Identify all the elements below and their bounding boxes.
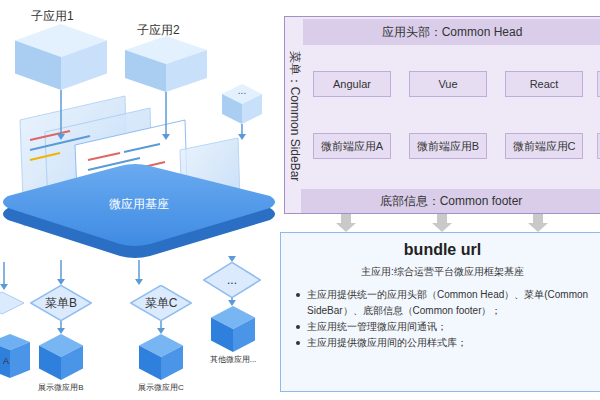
bullet-text: 主应用提供微应用间的公用样式库；	[307, 337, 467, 348]
bundle-title: bundle url	[293, 241, 592, 259]
arrow-head	[162, 134, 170, 140]
bullet-dot	[296, 325, 300, 329]
node-box: React	[505, 71, 583, 97]
menu-diamond-partial	[0, 292, 24, 314]
bar-label: 应用头部：Common Head	[382, 24, 523, 41]
cube-label: 子应用2	[137, 22, 180, 39]
arrow-head	[57, 328, 65, 334]
arrow-head	[0, 284, 8, 290]
cube-icon	[139, 334, 183, 380]
node-cubeTop: 子应用2	[125, 22, 207, 92]
box-label: Angular	[333, 78, 371, 90]
connector	[60, 260, 62, 279]
node-cubeBelow: 展示微应用C	[126, 334, 196, 396]
bullet-item: 主应用提供统一的应用头部（Common Head）、菜单(Common Side…	[293, 287, 592, 319]
box-label: 微前端应用C	[513, 139, 576, 154]
arrow-head	[336, 223, 356, 232]
cube-icon	[125, 36, 207, 92]
app-box-partial	[597, 71, 600, 97]
cut-label: A	[3, 356, 9, 366]
cube-partial	[0, 342, 10, 378]
sidebar-label: 菜单：Common SideBar	[286, 51, 303, 182]
connector	[60, 90, 62, 134]
connector	[138, 260, 140, 279]
cube-label: 其他微应用...	[196, 354, 270, 365]
node-box: 微前端应用B	[409, 133, 487, 159]
arrow-head	[533, 213, 543, 223]
app-box-partial	[597, 133, 600, 159]
arrow-head	[341, 213, 351, 223]
node-diamond: ...	[203, 262, 261, 298]
arrow-head	[57, 134, 65, 140]
node-cubeBelow: 其他微应用...	[196, 306, 270, 368]
node-box: Angular	[313, 71, 391, 97]
arrow-line	[3, 262, 5, 284]
box-label: Vue	[438, 78, 457, 90]
platform-label: 微应用基座	[0, 196, 278, 213]
cube-icon	[15, 24, 107, 90]
menu-label: 菜单B	[45, 295, 77, 312]
bullet-item: 主应用提供微应用间的公用样式库；	[293, 335, 592, 351]
bundle-subtitle: 主应用:综合运营平台微应用框架基座	[293, 265, 592, 279]
connector	[231, 298, 233, 300]
bullet-dot	[296, 341, 300, 345]
cube-label: ...	[222, 85, 262, 96]
cube-icon	[39, 334, 83, 380]
node-cubeTop: 子应用1	[15, 8, 107, 90]
bar-label: 底部信息：Common footer	[380, 193, 523, 210]
bullet-dot	[296, 293, 300, 297]
node-platform: 微应用基座	[0, 140, 278, 260]
node-frame: 菜单：Common SideBar 应用头部：Common HeadAngular…	[284, 16, 600, 214]
node-bar: 应用头部：Common Head	[303, 19, 600, 45]
bullet-text: 主应用提供统一的应用头部（Common Head）、菜单(Common Side…	[307, 289, 588, 316]
arrow-head	[238, 134, 246, 140]
menu-label: 菜单C	[145, 295, 178, 312]
cube-partial	[10, 342, 30, 378]
node-diamond: 菜单B	[30, 285, 92, 321]
node-box: Vue	[409, 71, 487, 97]
cube-icon	[211, 306, 255, 352]
node-mini: ...	[222, 84, 262, 124]
arrow-head	[135, 279, 143, 285]
arrow-head	[432, 223, 452, 232]
menu-label: ...	[227, 273, 237, 287]
node-box: 微前端应用A	[313, 133, 391, 159]
cube-label: 子应用1	[31, 8, 74, 25]
arrow-head	[228, 256, 236, 262]
cube-label: 展示微应用C	[126, 382, 196, 393]
node-cubeBelow: 展示微应用B	[26, 334, 96, 396]
node-diamond: 菜单C	[130, 285, 192, 321]
arrow-head	[528, 223, 548, 232]
bullet-item: 主应用统一管理微应用间通讯；	[293, 319, 592, 335]
connector	[241, 124, 243, 134]
box-label: 微前端应用B	[417, 139, 479, 154]
bullet-text: 主应用统一管理微应用间通讯；	[307, 321, 447, 332]
node-box: 微前端应用C	[505, 133, 583, 159]
node-bundle: bundle url 主应用:综合运营平台微应用框架基座主应用提供统一的应用头部（…	[280, 232, 600, 392]
node-bar: 底部信息：Common footer	[301, 189, 600, 213]
connector	[160, 321, 162, 328]
connector	[165, 92, 167, 134]
connector	[60, 321, 62, 328]
box-label: 微前端应用A	[321, 139, 383, 154]
arrow-head	[157, 328, 165, 334]
box-label: React	[530, 78, 559, 90]
cube-label: 展示微应用B	[26, 382, 96, 393]
arrow-head	[437, 213, 447, 223]
arrow-head	[57, 279, 65, 285]
arrow-head	[228, 300, 236, 306]
